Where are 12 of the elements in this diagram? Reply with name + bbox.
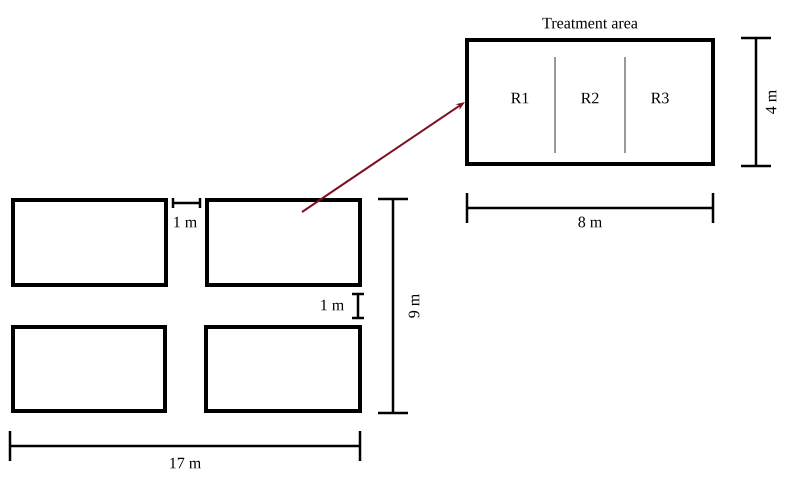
plot-box xyxy=(205,198,362,287)
dimension-label: 9 m xyxy=(408,294,420,318)
dimension-label: 17 m xyxy=(170,458,201,468)
treatment-area-box: Treatment area R1 R2 R3 xyxy=(465,18,715,166)
dimension-label: 1 m xyxy=(174,216,197,228)
dimension-label: 4 m xyxy=(766,90,776,114)
plot-box xyxy=(204,325,362,413)
node-label: Treatment area xyxy=(542,18,638,28)
plot-box xyxy=(11,325,167,413)
dimension-label: 8 m xyxy=(578,216,602,228)
plot-box xyxy=(11,198,168,287)
dimension-label: 1 m xyxy=(321,300,344,310)
